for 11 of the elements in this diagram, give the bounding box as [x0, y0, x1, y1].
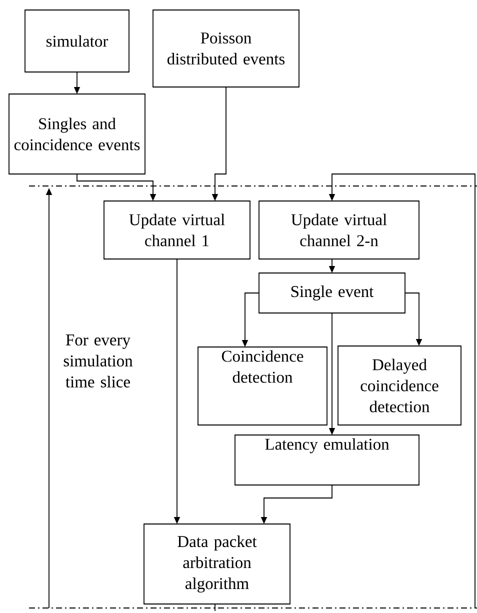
process-box: Delayed coincidence detection — [338, 346, 462, 426]
process-box: Poisson distributed events — [152, 10, 300, 88]
process-box: Latency emulation — [234, 434, 420, 486]
process-box: Update virtual channel 2-n — [258, 200, 420, 260]
process-box: Single event — [258, 272, 406, 314]
note-text: For every simulation time slice — [64, 334, 133, 388]
process-box: Data packet arbitration algorithm — [144, 524, 290, 604]
process-box: Update virtual channel 1 — [104, 200, 250, 260]
process-box: simulator — [24, 10, 130, 72]
process-box: Coincidence detection — [198, 346, 328, 426]
process-box: Singles and coincidence events — [8, 94, 146, 174]
